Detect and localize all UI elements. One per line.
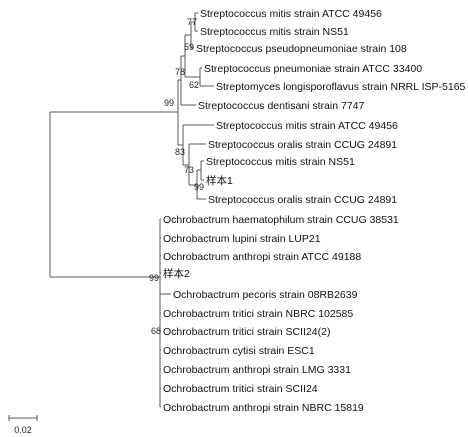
leaf-label: 样本2 xyxy=(163,267,190,280)
bootstrap-value: 78 xyxy=(175,67,185,77)
leaf-label: Ochrobactrum tritici strain SCII24 xyxy=(163,383,318,395)
leaf-label: Ochrobactrum tritici strain NBRC 102585 xyxy=(163,308,353,320)
leaf-label: Ochrobactrum haematophilum strain CCUG 3… xyxy=(163,214,399,226)
leaf-label: Streptococcus mitis strain NS51 xyxy=(200,26,349,38)
leaf-label: Ochrobactrum anthropi strain NBRC 15819 xyxy=(163,402,364,414)
bootstrap-value: 99 xyxy=(164,98,174,108)
leaf-label: Streptococcus pseudopneumoniae strain 10… xyxy=(196,43,407,55)
leaf-label: Ochrobactrum anthropi strain LMG 3331 xyxy=(163,364,351,376)
bootstrap-value: 99 xyxy=(194,182,204,192)
leaf-label: Streptomyces longisporoflavus strain NRR… xyxy=(216,81,466,93)
leaf-label: Streptococcus oralis strain CCUG 24891 xyxy=(208,194,397,206)
leaf-label: Streptococcus oralis strain CCUG 24891 xyxy=(208,139,397,151)
bootstrap-value: 83 xyxy=(175,147,185,157)
scale-bar-label: 0.02 xyxy=(14,425,32,435)
leaf-label: Streptococcus dentisani strain 7747 xyxy=(198,100,365,112)
leaf-label: Streptococcus mitis strain ATCC 49456 xyxy=(200,8,382,20)
leaf-label: Streptococcus mitis strain ATCC 49456 xyxy=(216,120,398,132)
bootstrap-value: 73 xyxy=(184,165,194,175)
bootstrap-value: 68 xyxy=(151,326,161,336)
leaf-label: Ochrobactrum pecoris strain 08RB2639 xyxy=(173,289,358,301)
leaf-label: Ochrobactrum lupini strain LUP21 xyxy=(163,233,321,245)
leaf-label: Ochrobactrum cytisi strain ESC1 xyxy=(163,345,315,357)
bootstrap-value: 99 xyxy=(149,273,159,283)
leaf-label: Ochrobactrum anthropi strain ATCC 49188 xyxy=(163,251,361,263)
bootstrap-value: 59 xyxy=(184,42,194,52)
leaf-label: 样本1 xyxy=(206,174,233,187)
bootstrap-value: 77 xyxy=(187,17,197,27)
leaf-label: Streptococcus pneumoniae strain ATCC 334… xyxy=(204,63,422,75)
leaf-label: Streptococcus mitis strain NS51 xyxy=(206,156,355,168)
bootstrap-value: 62 xyxy=(189,80,199,90)
leaf-label: Ochrobactrum tritici strain SCII24(2) xyxy=(163,326,330,338)
